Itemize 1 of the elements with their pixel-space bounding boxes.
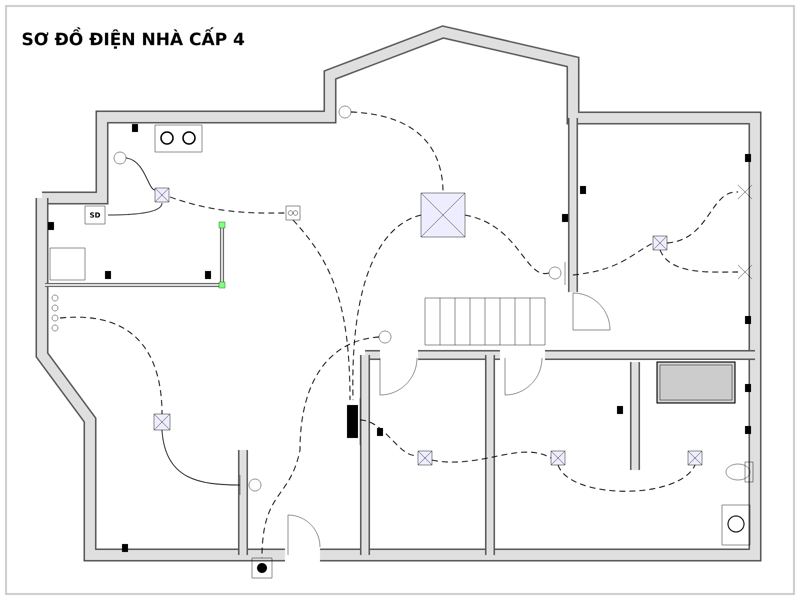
title: SƠ ĐỒ ĐIỆN NHÀ CẤP 4 <box>22 27 244 49</box>
